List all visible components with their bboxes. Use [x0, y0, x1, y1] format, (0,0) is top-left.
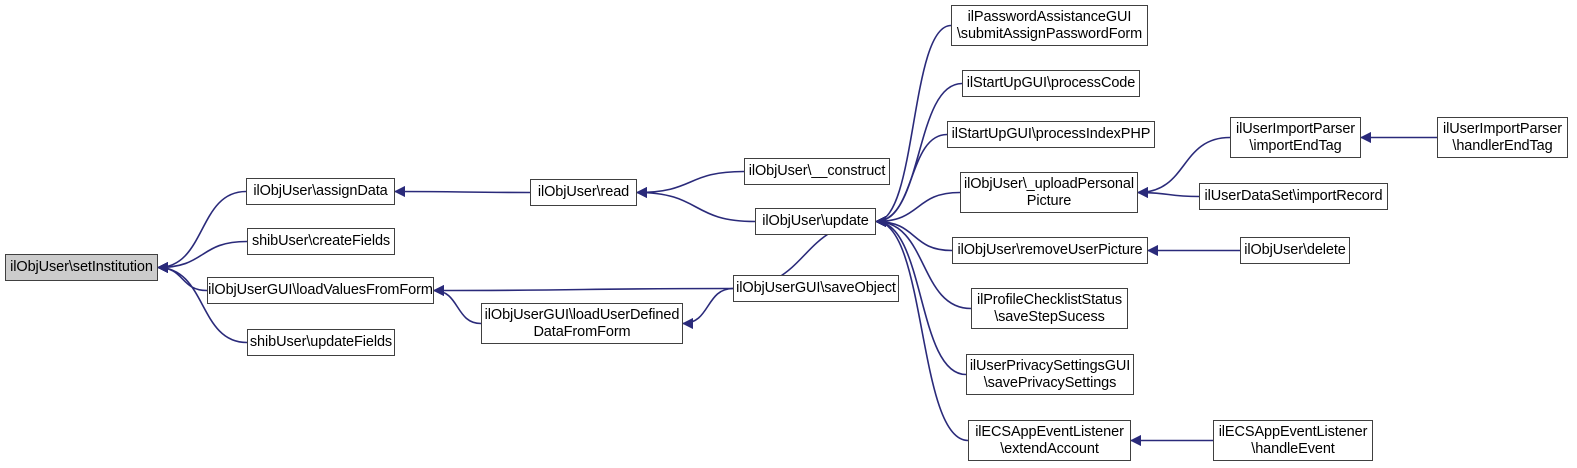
graph-edge-saveObject-to-loadUserDefined	[681, 287, 734, 330]
graph-node-update[interactable]: ilObjUser\update	[755, 208, 876, 235]
graph-node-construct[interactable]: ilObjUser\__construct	[744, 158, 890, 185]
graph-node-saveStepSucess[interactable]: ilProfileChecklistStatus \saveStepSucess	[971, 288, 1128, 329]
graph-edge-update-to-read	[635, 186, 756, 223]
graph-edge-read-to-assignData	[393, 185, 531, 198]
graph-edge-submitAssignPasswordForm-to-update	[874, 24, 952, 228]
graph-node-setInstitution[interactable]: ilObjUser\setInstitution	[5, 254, 158, 281]
graph-node-submitAssignPasswordForm[interactable]: ilPasswordAssistanceGUI \submitAssignPas…	[951, 5, 1148, 46]
graph-node-importEndTag[interactable]: ilUserImportParser \importEndTag	[1230, 117, 1361, 158]
graph-node-handleEvent[interactable]: ilECSAppEventListener \handleEvent	[1213, 420, 1373, 461]
graph-node-createFields[interactable]: shibUser\createFields	[247, 228, 395, 255]
graph-edge-loadUserDefined-to-loadValuesFromForm	[432, 284, 482, 325]
graph-edge-importRecord-to-uploadPersonalPicture	[1136, 186, 1200, 199]
graph-node-loadValuesFromForm[interactable]: ilObjUserGUI\loadValuesFromForm	[207, 277, 434, 304]
graph-node-read[interactable]: ilObjUser\read	[530, 179, 637, 206]
graph-edge-processCode-to-update	[874, 82, 963, 228]
graph-edge-createFields-to-setInstitution	[156, 240, 248, 274]
graph-edge-loadValuesFromForm-to-setInstitution	[156, 261, 208, 292]
graph-edge-uploadPersonalPicture-to-update	[874, 191, 961, 228]
graph-node-processIndexPHP[interactable]: ilStartUpGUI\processIndexPHP	[947, 121, 1155, 148]
graph-node-loadUserDefined[interactable]: ilObjUserGUI\loadUserDefined DataFromFor…	[481, 303, 683, 344]
graph-edge-construct-to-read	[635, 170, 745, 199]
graph-node-extendAccount[interactable]: ilECSAppEventListener \extendAccount	[968, 420, 1131, 461]
graph-node-processCode[interactable]: ilStartUpGUI\processCode	[962, 70, 1140, 97]
graph-node-saveObject[interactable]: ilObjUserGUI\saveObject	[733, 275, 899, 302]
graph-edge-saveObject-to-loadValuesFromForm	[432, 284, 734, 297]
graph-node-importRecord[interactable]: ilUserDataSet\importRecord	[1199, 183, 1388, 210]
graph-node-assignData[interactable]: ilObjUser\assignData	[246, 178, 395, 205]
graph-node-updateFields[interactable]: shibUser\updateFields	[247, 329, 395, 356]
graph-edge-removeUserPicture-to-update	[874, 215, 953, 252]
graph-node-delete[interactable]: ilObjUser\delete	[1240, 237, 1350, 264]
graph-edge-assignData-to-setInstitution	[156, 190, 247, 274]
graph-node-savePrivacySettings[interactable]: ilUserPrivacySettingsGUI \savePrivacySet…	[966, 354, 1134, 395]
graph-node-handlerEndTag[interactable]: ilUserImportParser \handlerEndTag	[1437, 117, 1568, 158]
graph-node-uploadPersonalPicture[interactable]: ilObjUser\_uploadPersonal Picture	[960, 172, 1138, 213]
graph-node-removeUserPicture[interactable]: ilObjUser\removeUserPicture	[952, 237, 1148, 264]
